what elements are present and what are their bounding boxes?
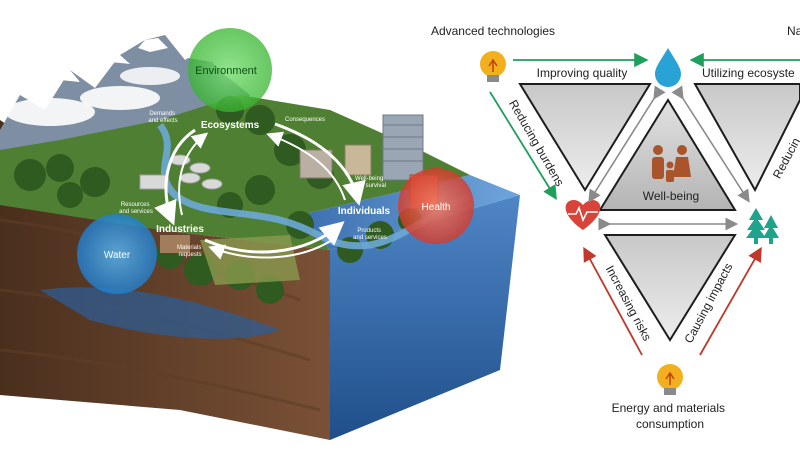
- cloud: [80, 86, 160, 110]
- grey-arrow-drop-heart: [588, 85, 666, 203]
- health-bubble: [398, 168, 474, 244]
- cloud: [120, 67, 180, 85]
- cycle-arrow-ecosystems-individuals: [274, 122, 366, 206]
- warehouse: [160, 235, 190, 253]
- arrow-causing-impacts: [699, 246, 762, 356]
- heart-icon: [565, 200, 601, 230]
- environment-label: Environment: [195, 65, 257, 77]
- top-right-label: Na: [787, 24, 800, 38]
- individuals-node: Individuals: [338, 206, 391, 217]
- river: [157, 122, 472, 250]
- groundwater: [40, 287, 280, 339]
- flow-label-demands: Demands and effects: [148, 111, 177, 124]
- tree-icon: [746, 208, 779, 244]
- cycle-arrow-individuals-ecosystems: [266, 131, 346, 201]
- water-drop-icon: [655, 48, 681, 87]
- lightbulb-icon: [480, 51, 506, 82]
- flow-label-consequences: Consequences: [285, 117, 325, 123]
- flow-label-resources: Resources and services: [119, 202, 153, 215]
- wellbeing-label: Well-being: [643, 189, 699, 203]
- land-top: [0, 95, 470, 250]
- cycle-arrow-individuals-industries: [208, 237, 336, 260]
- energy-materials-label: Energy and materials consumption: [612, 401, 729, 431]
- health-label: Health: [422, 202, 451, 213]
- flow-label-materials: Materials requests: [177, 245, 203, 258]
- lightbulb-icon-bottom: [657, 364, 683, 395]
- sea-front: [330, 195, 520, 440]
- triangle-bottom: [603, 234, 737, 342]
- flow-label-wellbeing-survival: Well-being and survival: [354, 176, 386, 189]
- industries-node: Industries: [156, 224, 204, 235]
- environment-bubble: [188, 28, 272, 112]
- flow-label-products: Products and services: [353, 228, 387, 241]
- arrow-increasing-risks: [583, 246, 643, 356]
- cycle-arrow-industries-ecosystems: [178, 132, 209, 216]
- water-label: Water: [104, 250, 131, 261]
- arrow-reducing-burdens: [489, 91, 557, 201]
- advanced-technologies-label: Advanced technologies: [431, 24, 555, 38]
- water-bubble: [77, 214, 157, 294]
- label-improving-quality: Improving quality: [537, 66, 628, 80]
- cloud: [5, 98, 95, 126]
- mountain-snow: [60, 38, 212, 82]
- ecosystems-node: Ecosystems: [201, 120, 260, 131]
- landscape-block: Environment Water Health Ecosystems Indu…: [0, 28, 520, 440]
- label-utilizing-ecosystems: Utilizing ecosyste: [702, 66, 795, 80]
- grey-arrow-drop-tree: [671, 85, 750, 203]
- cycle-arrow-ecosystems-industries: [154, 128, 196, 226]
